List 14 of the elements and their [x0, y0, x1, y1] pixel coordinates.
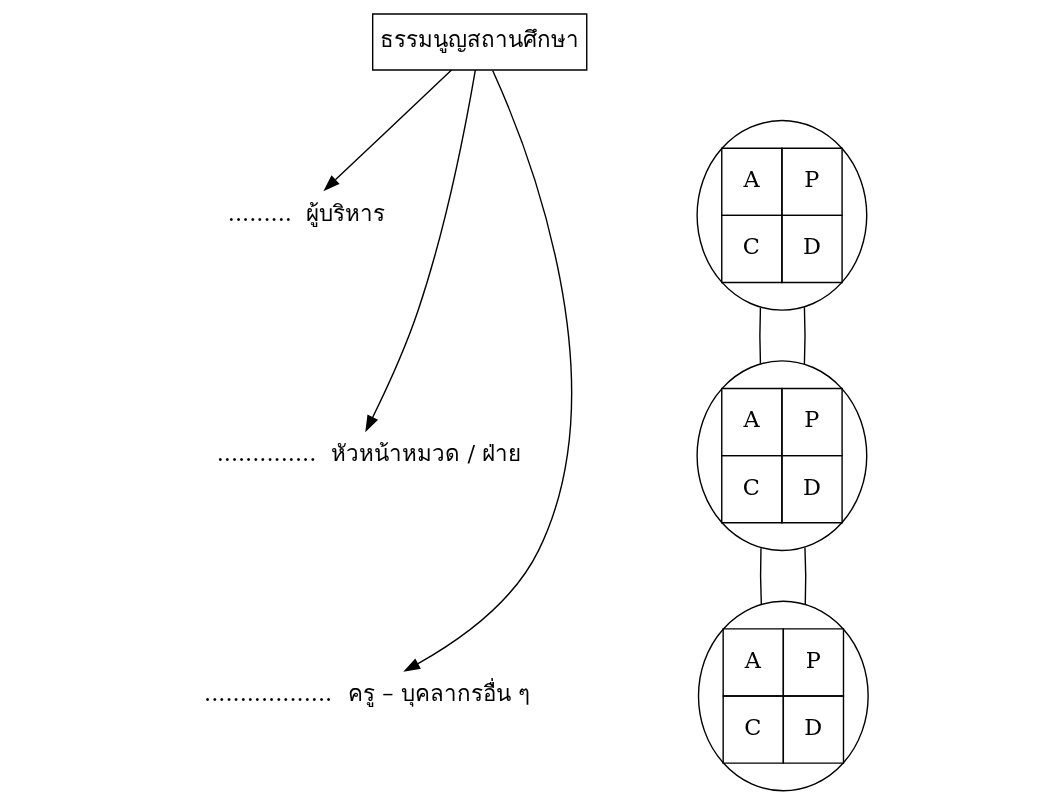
node-ellipse: A P C D [696, 119, 868, 311]
connector [759, 547, 762, 605]
connector [759, 307, 762, 365]
arrow [403, 69, 572, 672]
arrow [323, 69, 453, 192]
connector [803, 306, 806, 365]
arrow [365, 69, 477, 433]
node-ellipse: A P C D [696, 360, 868, 552]
node-text: ......... ผู้บริหาร [227, 199, 386, 226]
connector [804, 546, 807, 605]
node-ellipse: A P C D [697, 600, 869, 792]
node-text: .............. หัวหน้าหมวด / ฝ่าย [216, 439, 522, 466]
node-text: .................. ครู – บุคลากรอื่น ๆ [204, 680, 530, 707]
node-box: ธรรมนูญสถานศึกษา [372, 13, 588, 71]
